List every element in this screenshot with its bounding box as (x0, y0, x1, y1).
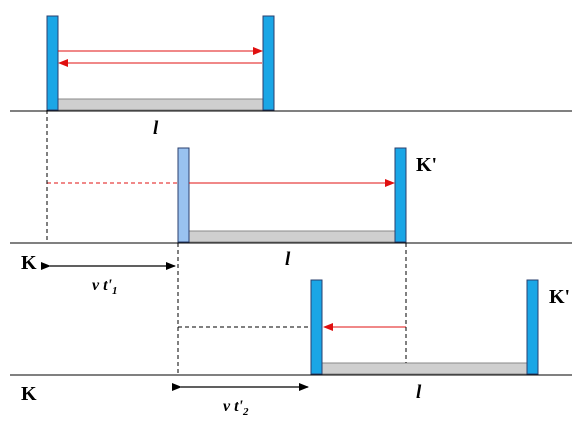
length-label-3: l (416, 382, 422, 403)
mirror-right-3 (526, 279, 539, 375)
mirror-left-3 (310, 279, 323, 375)
displacement-vt2: v t'2 (172, 383, 309, 418)
rod-1 (46, 98, 275, 111)
mirror-right-2 (394, 147, 407, 243)
panel-1: l (10, 15, 572, 139)
mirror-left-2 (177, 147, 190, 243)
displacement-vt1: v t'1 (41, 262, 176, 297)
frame-K-prime-label-3: K' (549, 286, 570, 308)
frame-K-prime-label-2: K' (416, 154, 437, 176)
rod-2 (177, 230, 407, 243)
rod-3 (310, 362, 539, 375)
mirror-left-1 (46, 15, 59, 111)
panel-3: K' K l (10, 279, 572, 405)
mirror-right-1 (262, 15, 275, 111)
vt1-label: v t'1 (92, 277, 118, 297)
vt2-label: v t'2 (223, 398, 249, 418)
panel-2: K' K l (10, 147, 572, 274)
frame-K-label-3: K (21, 383, 37, 405)
reference-lines (46, 110, 407, 375)
length-label-2: l (285, 249, 291, 270)
frame-K-label-2: K (21, 252, 37, 274)
length-label-1: l (153, 118, 159, 139)
